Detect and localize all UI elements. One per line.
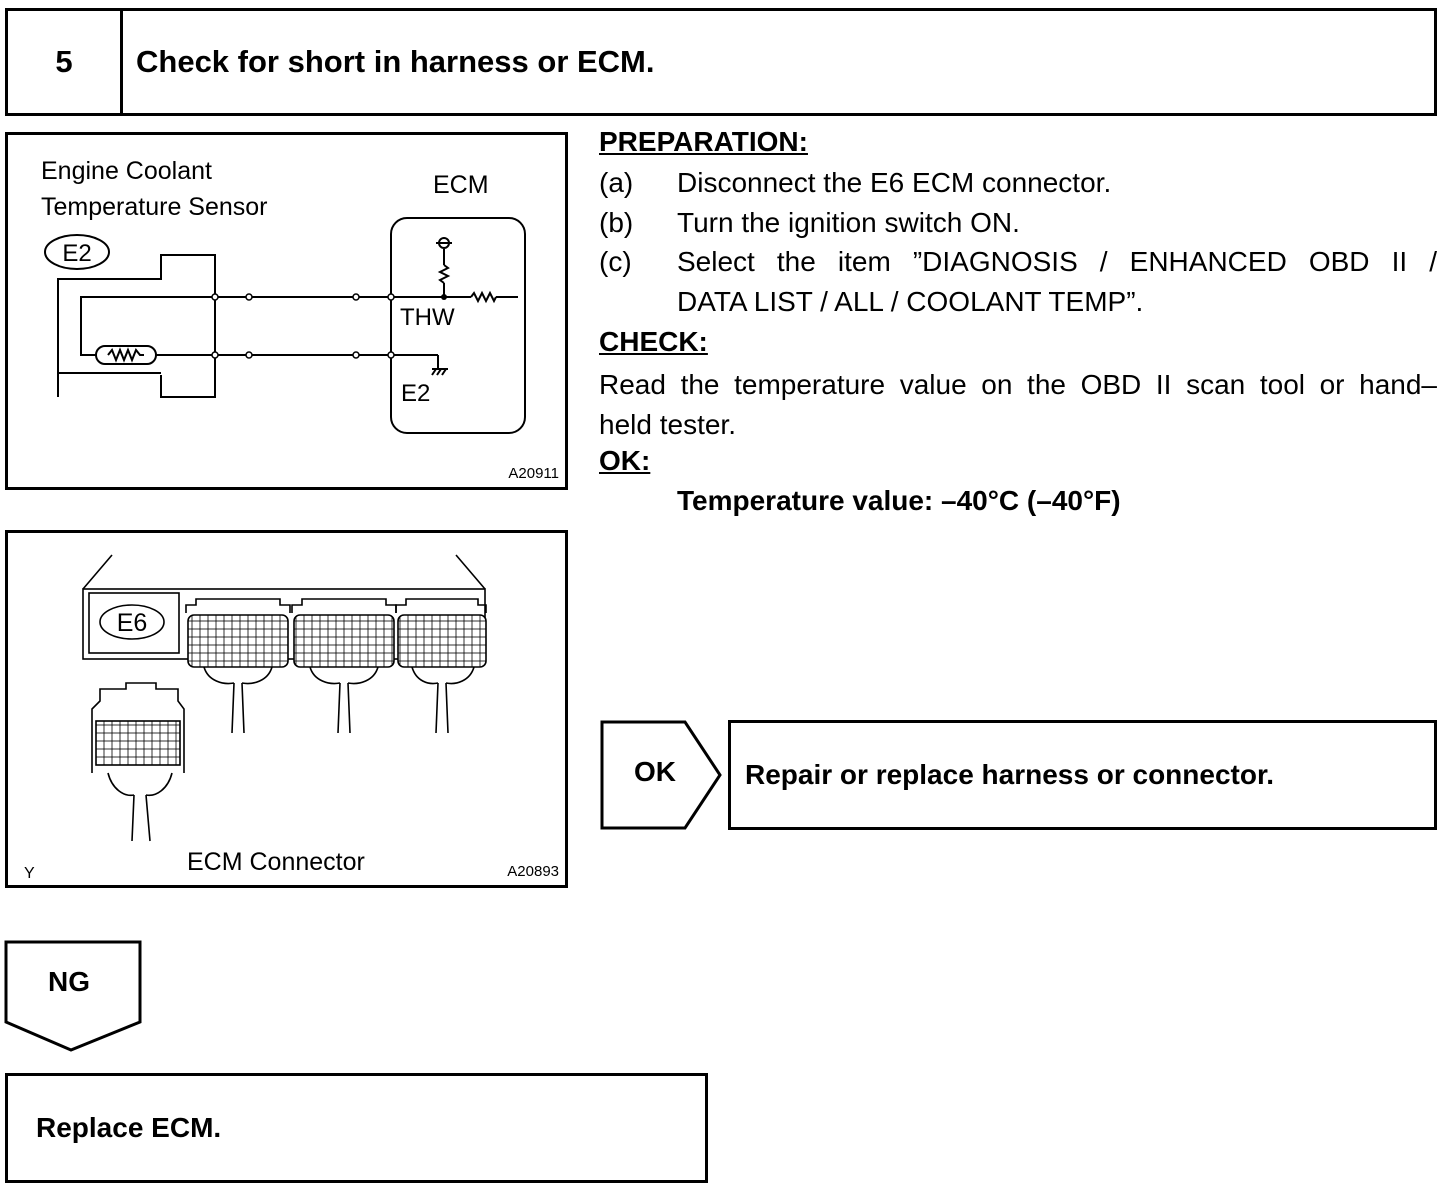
- ecm-connector-figure: E6 ECM Connector Y A20893: [5, 530, 568, 888]
- ng-tag: NG: [4, 940, 142, 1054]
- ok-result-box: Repair or replace harness or connector.: [728, 720, 1437, 830]
- ok-tag: OK: [600, 720, 724, 830]
- ecm-socket-2: [291, 598, 397, 734]
- ng-arrow-shape: [4, 940, 142, 1052]
- wiring-diagram: Engine Coolant Temperature Sensor E2 ECM…: [41, 157, 526, 434]
- ecm-label: ECM: [433, 171, 489, 199]
- step-number: 5: [8, 11, 123, 113]
- corner-mark: Y: [24, 865, 35, 882]
- ng-result-text: Replace ECM.: [36, 1112, 222, 1143]
- prep-item-b-letter: (b): [599, 207, 634, 238]
- ok-spec-value: Temperature value: –40°C (–40°F): [677, 485, 1121, 516]
- e2-connector-oval: [44, 234, 110, 270]
- harness-connector: [91, 682, 185, 842]
- ok-tag-label: OK: [634, 756, 676, 787]
- sensor-label-line2: Temperature Sensor: [41, 193, 268, 221]
- check-text-line2: held tester.: [599, 409, 736, 440]
- e6-badge-oval: [99, 604, 165, 640]
- ecm-socket-1: [185, 598, 291, 734]
- sensor-body: [57, 254, 216, 398]
- prep-item-a-letter: (a): [599, 167, 634, 198]
- terminal-thw-label: THW: [400, 304, 455, 331]
- preparation-heading: PREPARATION:: [599, 126, 808, 157]
- ecm-socket-3: [395, 598, 487, 734]
- wiring-diagram-figure: Engine Coolant Temperature Sensor E2 ECM…: [5, 132, 568, 490]
- thermistor-icon: [95, 345, 157, 365]
- ok-spec-heading: OK:: [599, 445, 651, 476]
- ng-tag-label: NG: [48, 966, 90, 997]
- figure-caption: ECM Connector: [187, 848, 365, 876]
- ok-arrow-shape: [600, 720, 722, 830]
- prep-item-c-text-line1: Select the item ”DIAGNOSIS / ENHANCED OB…: [677, 246, 1437, 277]
- sensor-label-line1: Engine Coolant: [41, 157, 212, 185]
- prep-item-b-text: Turn the ignition switch ON.: [677, 207, 1020, 238]
- terminal-e2-label: E2: [401, 380, 430, 407]
- connector-badge-label: E6: [117, 609, 148, 637]
- sensor-connector-label: E2: [62, 240, 91, 267]
- ecm-box: [390, 217, 526, 434]
- figure-code: A20911: [508, 465, 559, 482]
- prep-item-a-text: Disconnect the E6 ECM connector.: [677, 167, 1112, 198]
- step-header: 5 Check for short in harness or ECM.: [5, 8, 1437, 116]
- ecm-connector-illustration: E6 ECM Connector Y: [24, 554, 487, 882]
- prep-item-c-letter: (c): [599, 246, 632, 277]
- ng-result-box: Replace ECM.: [5, 1073, 708, 1183]
- check-text-line1: Read the temperature value on the OBD II…: [599, 369, 1437, 400]
- figure-code: A20893: [507, 863, 559, 880]
- step-title: Check for short in harness or ECM.: [136, 44, 655, 79]
- prep-item-c-text-line2: DATA LIST / ALL / COOLANT TEMP”.: [677, 286, 1144, 317]
- ok-result-text: Repair or replace harness or connector.: [745, 759, 1275, 790]
- check-heading: CHECK:: [599, 326, 708, 357]
